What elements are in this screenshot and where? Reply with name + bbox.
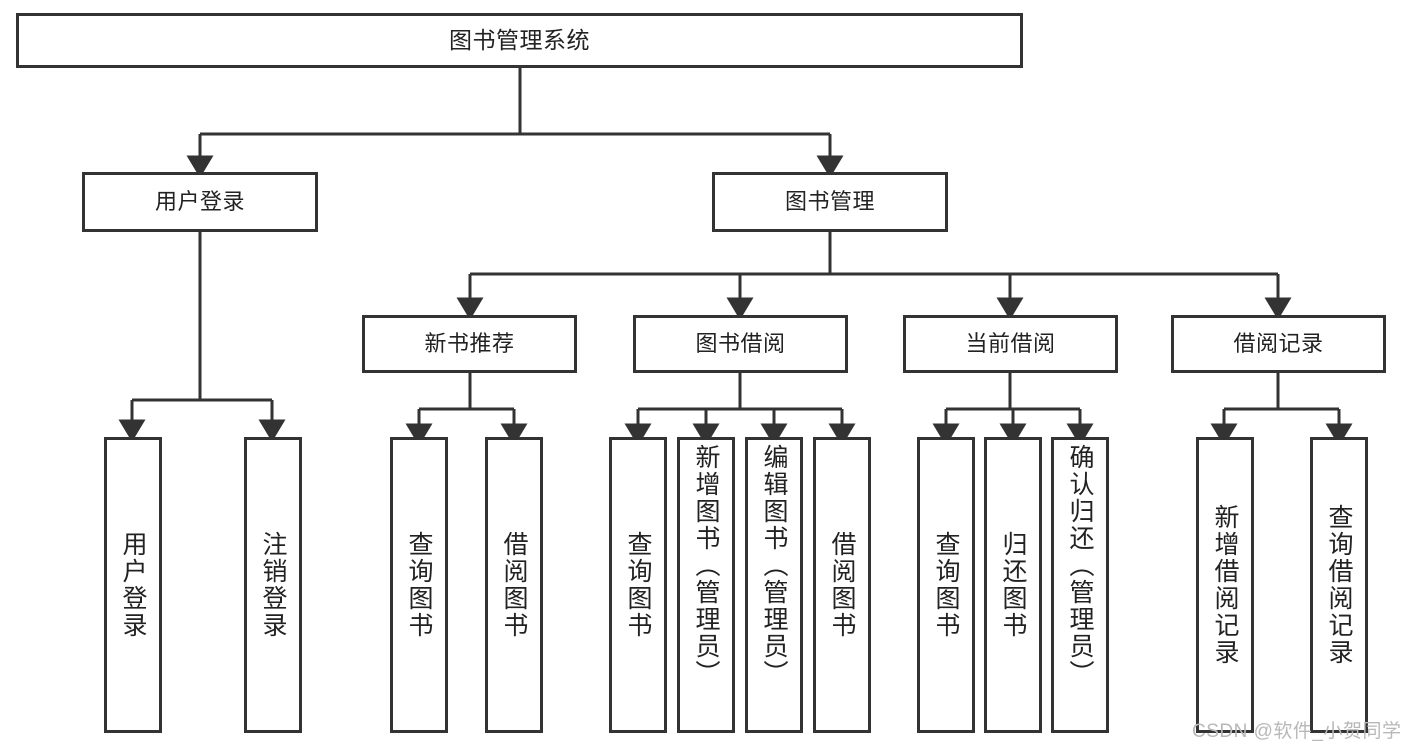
node-label: 用户登录 bbox=[154, 189, 245, 215]
node-new-book-recommend[interactable]: 新书推荐 bbox=[362, 315, 577, 373]
node-book-borrow[interactable]: 图书借阅 bbox=[633, 315, 848, 373]
node-label: 当前借阅 bbox=[965, 331, 1056, 357]
leaf-current-borrow-query[interactable]: 查询图书 bbox=[917, 437, 975, 733]
leaf-current-borrow-return[interactable]: 归还图书 bbox=[984, 437, 1042, 733]
node-label: 图书管理 bbox=[784, 189, 875, 215]
node-root-system[interactable]: 图书管理系统 bbox=[16, 13, 1023, 68]
leaf-book-borrow-edit[interactable]: 编辑图书（管理员） bbox=[745, 437, 803, 733]
leaf-user-login-login[interactable]: 用户登录 bbox=[104, 437, 162, 733]
leaf-new-book-borrow[interactable]: 借阅图书 bbox=[485, 437, 543, 733]
node-label: 确认归还（管理员） bbox=[1066, 444, 1094, 687]
node-label: 注销登录 bbox=[259, 531, 287, 639]
leaf-new-book-query[interactable]: 查询图书 bbox=[390, 437, 448, 733]
node-user-login[interactable]: 用户登录 bbox=[82, 172, 318, 232]
leaf-book-borrow-borrow[interactable]: 借阅图书 bbox=[813, 437, 871, 733]
leaf-current-borrow-confirm-return[interactable]: 确认归还（管理员） bbox=[1051, 437, 1109, 733]
node-label: 查询图书 bbox=[932, 531, 960, 639]
csdn-watermark: CSDN @软件_小贺同学 bbox=[1192, 721, 1402, 742]
node-label: 归还图书 bbox=[999, 531, 1027, 639]
node-label: 新增借阅记录 bbox=[1211, 504, 1239, 666]
node-borrow-record[interactable]: 借阅记录 bbox=[1171, 315, 1386, 373]
node-label: 查询借阅记录 bbox=[1325, 504, 1353, 666]
leaf-user-login-logout[interactable]: 注销登录 bbox=[244, 437, 302, 733]
leaf-borrow-record-add[interactable]: 新增借阅记录 bbox=[1196, 437, 1254, 733]
node-book-management[interactable]: 图书管理 bbox=[712, 172, 948, 232]
node-label: 借阅记录 bbox=[1233, 331, 1324, 357]
node-label: 图书管理系统 bbox=[449, 27, 590, 54]
node-label: 借阅图书 bbox=[828, 531, 856, 639]
node-label: 图书借阅 bbox=[695, 331, 786, 357]
leaf-book-borrow-query[interactable]: 查询图书 bbox=[609, 437, 667, 733]
node-label: 借阅图书 bbox=[500, 531, 528, 639]
node-label: 新书推荐 bbox=[424, 331, 515, 357]
node-label: 查询图书 bbox=[624, 531, 652, 639]
leaf-book-borrow-add[interactable]: 新增图书（管理员） bbox=[677, 437, 735, 733]
node-current-borrow[interactable]: 当前借阅 bbox=[903, 315, 1118, 373]
node-label: 编辑图书（管理员） bbox=[760, 444, 788, 687]
leaf-borrow-record-query[interactable]: 查询借阅记录 bbox=[1310, 437, 1368, 733]
node-label: 新增图书（管理员） bbox=[692, 444, 720, 687]
node-label: 查询图书 bbox=[405, 531, 433, 639]
node-label: 用户登录 bbox=[119, 531, 147, 639]
